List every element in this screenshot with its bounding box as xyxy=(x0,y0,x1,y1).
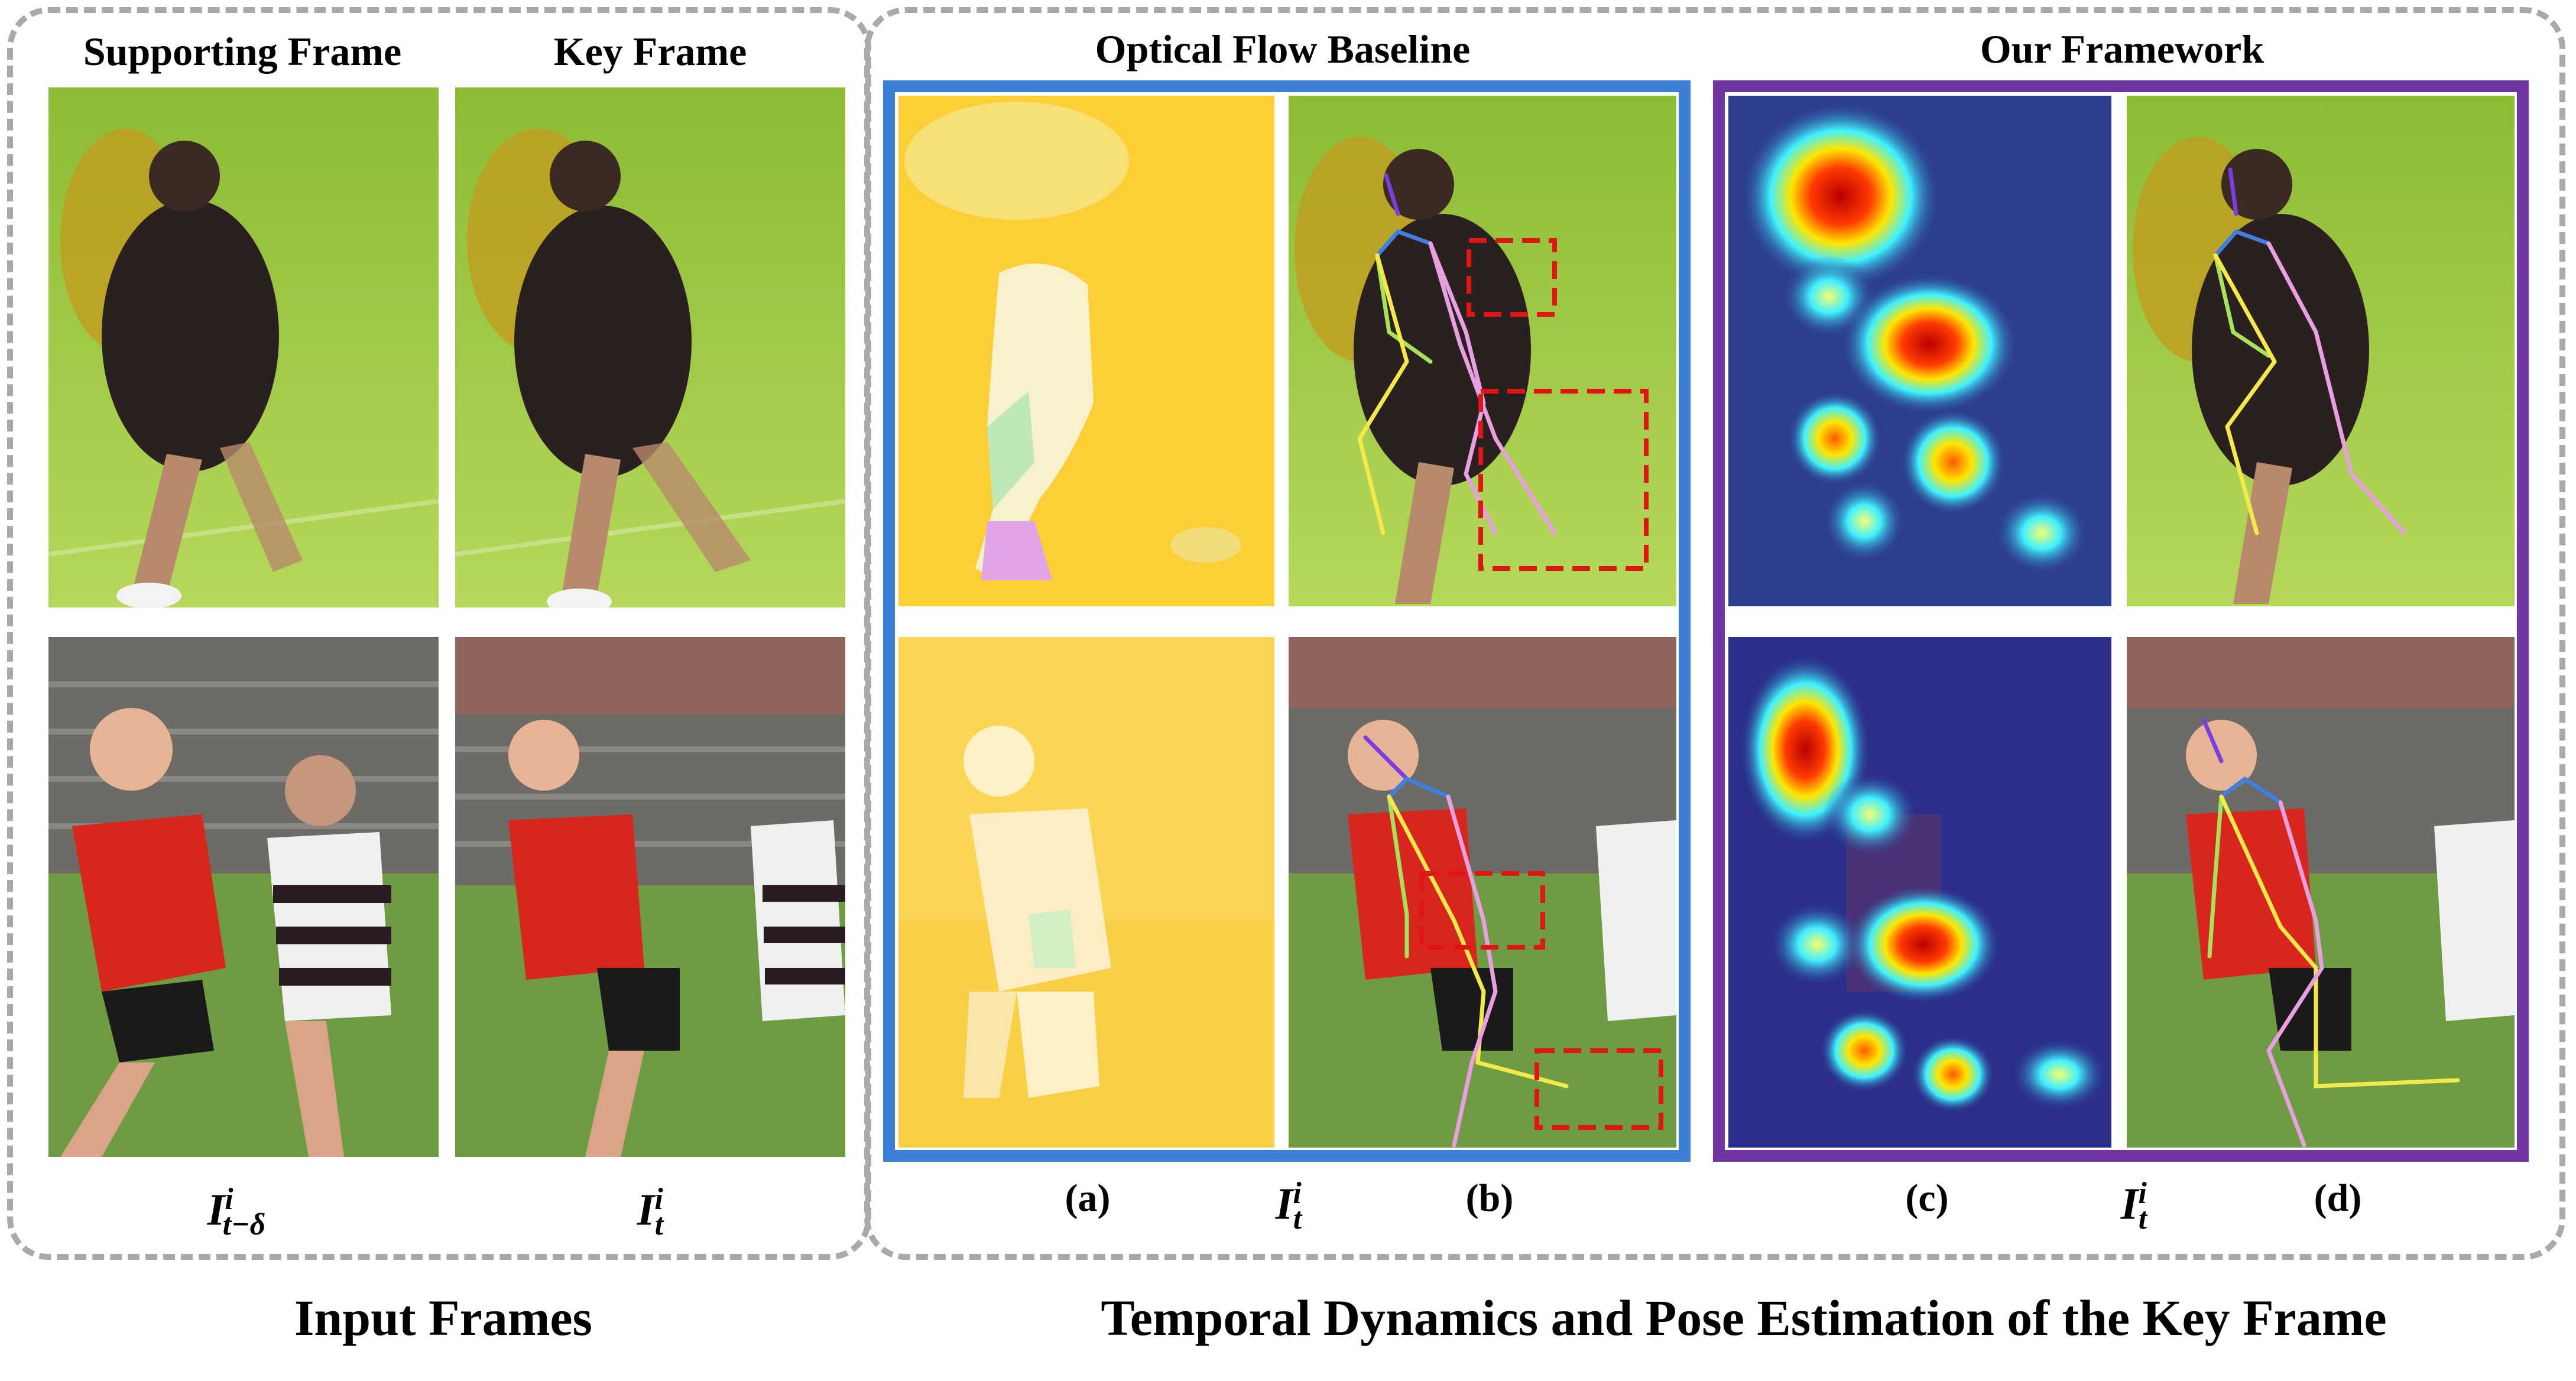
key-frame-row2 xyxy=(455,637,845,1157)
optical-flow-map-row2 xyxy=(898,637,1274,1148)
framework-pose-row2 xyxy=(2127,637,2515,1148)
header-supporting-frame: Supporting Frame xyxy=(83,29,402,74)
caption-b: (b) xyxy=(1465,1177,1514,1220)
header-our-framework: Our Framework xyxy=(1980,27,2264,72)
key-frame-row1 xyxy=(455,87,845,607)
section-title-input-frames: Input Frames xyxy=(294,1289,593,1346)
supporting-frame-row1 xyxy=(48,87,439,607)
header-optical-flow: Optical Flow Baseline xyxy=(1095,27,1471,72)
heatmap-row2 xyxy=(1728,637,2111,1148)
caption-d: (d) xyxy=(2314,1177,2362,1220)
supporting-frame-row2 xyxy=(48,637,439,1157)
caption-a: (a) xyxy=(1065,1177,1111,1220)
header-key-frame: Key Frame xyxy=(553,29,747,74)
baseline-pose-row2 xyxy=(1289,637,1676,1148)
baseline-pose-row1 xyxy=(1289,96,1676,606)
caption-c: (c) xyxy=(1905,1177,1949,1220)
math-label-baseline: Iit xyxy=(1275,1177,1302,1236)
heatmap-row1 xyxy=(1728,96,2111,606)
optical-flow-map-row1 xyxy=(898,96,1274,606)
math-label-framework: Iit xyxy=(2120,1177,2147,1236)
framework-pose-row1 xyxy=(2127,96,2515,606)
temporal-dynamics-group xyxy=(864,7,2565,1260)
math-label-key: Iit xyxy=(637,1182,664,1242)
section-title-temporal-dynamics: Temporal Dynamics and Pose Estimation of… xyxy=(1101,1289,2387,1346)
math-label-support: Iit−δ xyxy=(207,1182,266,1242)
